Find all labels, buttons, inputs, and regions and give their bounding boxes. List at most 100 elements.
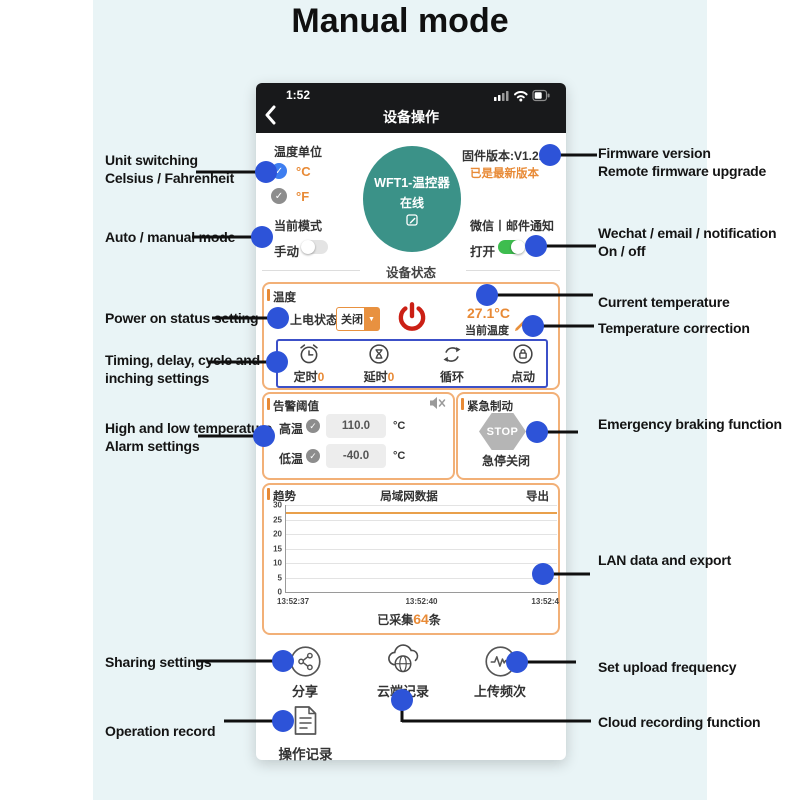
cellular-signal-icon bbox=[494, 91, 509, 101]
operation-record-label: 操作记录 bbox=[278, 747, 333, 762]
callout-line bbox=[400, 700, 404, 722]
callout-line bbox=[196, 170, 266, 174]
timing-count: 0 bbox=[317, 370, 325, 384]
y-tick-label: 15 bbox=[273, 544, 282, 553]
callout-line bbox=[196, 659, 283, 663]
delay-label: 延时0 bbox=[363, 370, 395, 384]
cycle-label: 循环 bbox=[439, 370, 464, 384]
cycle-button[interactable] bbox=[440, 343, 464, 366]
firmware-version: 固件版本:V1.2.9 bbox=[462, 149, 549, 163]
callout-line bbox=[487, 293, 593, 297]
page-title: Manual mode bbox=[291, 2, 509, 40]
panel-title-bar bbox=[267, 398, 270, 410]
notify-value: 打开 bbox=[470, 245, 496, 259]
power-button[interactable] bbox=[395, 301, 429, 335]
timer-functions-box bbox=[276, 339, 548, 388]
temp-panel-title: 温度 bbox=[273, 292, 296, 304]
y-tick-label: 10 bbox=[273, 558, 282, 568]
inching-button[interactable] bbox=[511, 342, 535, 366]
callout-line bbox=[208, 360, 278, 364]
low-temp-label: 低温 bbox=[279, 452, 304, 466]
export-button[interactable]: 导出 bbox=[526, 491, 549, 503]
fahrenheit-checkbox[interactable]: ✓ bbox=[271, 188, 287, 204]
gridline bbox=[286, 577, 557, 579]
fahrenheit-label[interactable]: °F bbox=[296, 189, 310, 204]
notify-label: 微信丨邮件通知 bbox=[470, 219, 555, 233]
callout-dot bbox=[525, 235, 547, 257]
upload-frequency-label: 上传频次 bbox=[473, 684, 526, 699]
divider-line bbox=[262, 270, 360, 271]
y-tick-label: 5 bbox=[277, 573, 282, 582]
callout-dot bbox=[272, 710, 294, 732]
callout-line bbox=[537, 430, 578, 434]
series-line bbox=[286, 512, 557, 515]
phone-header bbox=[256, 83, 566, 133]
annotation-cloud-recording: Cloud recording function bbox=[598, 714, 761, 730]
x-tick-label: 13:52:37 bbox=[277, 597, 310, 606]
panel-title-bar bbox=[461, 398, 464, 410]
annotation-temperature-correction: Temperature correction bbox=[598, 320, 750, 336]
callout-dot bbox=[251, 226, 273, 248]
nav-title: 设备操作 bbox=[383, 109, 439, 125]
gridline bbox=[286, 563, 557, 564]
x-tick-label: 13:52:4 bbox=[531, 597, 559, 606]
low-temp-check[interactable]: ✓ bbox=[306, 449, 320, 463]
gridline bbox=[286, 534, 557, 535]
manual-mode-toggle[interactable] bbox=[301, 240, 328, 254]
panel-title-bar bbox=[267, 488, 270, 500]
back-button[interactable] bbox=[264, 105, 276, 125]
callout-line bbox=[198, 434, 264, 438]
cloud-record-button[interactable] bbox=[384, 641, 422, 677]
edit-icon[interactable] bbox=[406, 214, 418, 226]
y-tick-label: 30 bbox=[273, 500, 282, 510]
device-status-circle[interactable]: WFT1-温控器 在线 bbox=[363, 146, 461, 252]
status-time: 1:52 bbox=[286, 88, 311, 102]
alarm-clock-icon bbox=[300, 344, 318, 364]
section-divider-label: 设备状态 bbox=[385, 266, 436, 280]
cloud-globe-icon bbox=[388, 644, 419, 673]
power-state-dropdown[interactable]: 关闭 ▼ bbox=[336, 307, 380, 331]
current-temp-label: 当前温度 bbox=[465, 325, 509, 337]
annotation-operation-record: Operation record bbox=[105, 723, 216, 739]
high-temp-input[interactable]: 110.0 bbox=[326, 414, 386, 438]
y-tick-label: 25 bbox=[273, 515, 282, 524]
estop-panel-title: 紧急制动 bbox=[467, 401, 513, 413]
chart-panel-title: 趋势 bbox=[273, 491, 296, 503]
callout-line bbox=[536, 244, 596, 248]
callout-line bbox=[212, 316, 278, 320]
hourglass-icon bbox=[369, 344, 389, 364]
chart-title: 局域网数据 bbox=[380, 491, 438, 503]
stop-text: STOP bbox=[486, 425, 519, 438]
operation-record-button[interactable] bbox=[292, 705, 319, 736]
wifi-icon bbox=[514, 91, 528, 102]
celsius-label[interactable]: °C bbox=[296, 164, 311, 179]
high-temp-check[interactable]: ✓ bbox=[306, 419, 320, 433]
dropdown-arrow-icon: ▼ bbox=[364, 308, 379, 330]
callout-line bbox=[192, 235, 263, 239]
callout-line bbox=[224, 719, 283, 723]
collected-count: 64 bbox=[413, 611, 429, 627]
timing-button[interactable] bbox=[296, 342, 322, 366]
low-temp-input[interactable]: -40.0 bbox=[326, 444, 386, 468]
current-temp-value: 27.1°C bbox=[467, 305, 510, 321]
delay-button[interactable] bbox=[367, 342, 391, 366]
mode-label: 当前模式 bbox=[274, 219, 323, 233]
check-icon: ✓ bbox=[309, 420, 317, 431]
x-tick-label: 13:52:40 bbox=[405, 597, 438, 606]
annotation-auto-manual: Auto / manual mode bbox=[105, 229, 236, 245]
battery-icon bbox=[532, 89, 550, 102]
timing-label: 定时0 bbox=[293, 370, 325, 384]
low-temp-unit: °C bbox=[393, 450, 406, 462]
callout-dot bbox=[255, 161, 277, 183]
callout-dot bbox=[526, 421, 548, 443]
notify-toggle[interactable] bbox=[498, 240, 525, 254]
mute-icon[interactable] bbox=[429, 396, 446, 410]
firmware-latest[interactable]: 已是最新版本 bbox=[470, 168, 539, 180]
chart-panel bbox=[262, 483, 560, 635]
annotation-power-on-status: Power on status setting bbox=[105, 310, 259, 326]
